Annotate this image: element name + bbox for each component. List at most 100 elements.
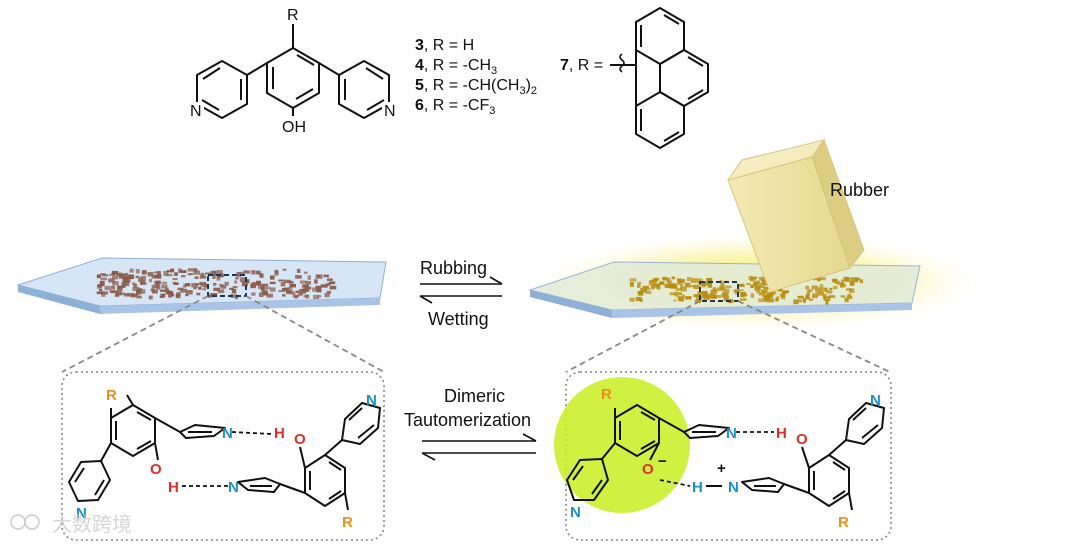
crystal-particle (110, 291, 117, 294)
crystal-particle (733, 289, 740, 293)
crystal-particle (758, 283, 765, 288)
crystal-particle (654, 283, 660, 286)
crystal-particle (231, 289, 237, 294)
crystal-particle (721, 292, 729, 298)
crystal-particle (767, 298, 775, 303)
crystal-particle (177, 287, 184, 291)
crystal-particle (303, 288, 310, 292)
crystal-particle (329, 281, 336, 285)
crystal-particle (314, 279, 318, 284)
crystal-particle (175, 294, 181, 299)
crystal-particle (135, 275, 140, 279)
crystal-particle (305, 294, 310, 299)
crystal-particle (148, 295, 153, 300)
crystal-particle (213, 282, 217, 286)
crystal-particle (147, 272, 154, 277)
crystal-particle (99, 280, 105, 286)
crystal-particle (678, 292, 682, 295)
tautomer-label-1: Dimeric (444, 386, 505, 406)
crystal-particle (141, 270, 147, 275)
crystal-particle (635, 296, 643, 302)
parent-oh-label: OH (282, 119, 306, 136)
crystal-particle (673, 299, 677, 302)
dimer-left-o2: O (294, 431, 306, 448)
crystal-particle (677, 296, 685, 299)
compound-7-label: 7, R = (560, 57, 603, 74)
crystal-particle (280, 282, 286, 287)
crystal-particle (753, 276, 758, 279)
crystal-particle (846, 288, 853, 291)
crystal-particle (194, 276, 199, 279)
crystal-particle (818, 277, 826, 281)
crystal-particle (750, 293, 755, 298)
crystal-particle (823, 296, 831, 301)
crystal-particle (307, 275, 311, 280)
crystal-particle (262, 291, 268, 296)
crystal-particle (100, 273, 106, 276)
crystal-particle (165, 290, 172, 295)
crystal-particle (761, 289, 768, 292)
crystal-particle (259, 273, 264, 278)
crystal-particle (183, 284, 187, 288)
crystal-particle (193, 268, 198, 272)
crystal-particle (739, 298, 747, 301)
compound-5: 5, R = -CH(CH3)2 (415, 77, 537, 97)
crystal-particle (303, 295, 307, 298)
crystal-particle (671, 276, 676, 280)
crystal-particle (849, 281, 855, 286)
crystal-particle (629, 278, 637, 282)
crystal-particle (681, 294, 685, 298)
crystal-particle (296, 268, 301, 273)
crystal-particle (739, 283, 744, 287)
crystal-particle (806, 291, 811, 296)
crystal-particle (196, 292, 201, 296)
crystal-particle (163, 271, 169, 276)
crystal-particle (841, 283, 847, 288)
crystal-particle (286, 290, 292, 294)
crystal-particle (224, 281, 229, 286)
crystal-particle (104, 285, 111, 291)
crystal-particle (659, 281, 665, 285)
dimer-left-h2: H (168, 479, 179, 496)
crystal-particle (709, 293, 716, 298)
crystal-particle (230, 293, 237, 298)
watermark-text: 大数跨境 (52, 513, 132, 536)
crystal-particle (723, 288, 730, 294)
dimer-right-n2: N (728, 479, 739, 496)
crystal-particle (710, 289, 718, 294)
crystal-particle (723, 296, 730, 301)
crystal-particle (133, 293, 138, 297)
crystal-particle (255, 270, 261, 275)
rubber-label: Rubber (830, 180, 889, 200)
crystal-particle (203, 283, 207, 288)
dimer-left-n2: N (228, 479, 239, 496)
parent-r-label: R (287, 7, 299, 24)
crystal-particle (725, 285, 732, 288)
crystal-particle (278, 289, 285, 293)
dimer-left-n1: N (222, 425, 233, 442)
crystal-particle (216, 277, 221, 281)
crystal-particle (650, 284, 655, 290)
crystal-particle (811, 285, 818, 290)
crystal-particle (101, 274, 109, 277)
crystal-particle (288, 286, 293, 290)
phenolate-highlight (554, 377, 690, 513)
dimer-left (68, 394, 381, 511)
crystal-particle (119, 292, 125, 296)
crystal-particle (101, 291, 108, 295)
dimer-left-h1: H (274, 425, 285, 442)
crystal-particle (118, 273, 125, 279)
crystal-particle (697, 291, 703, 295)
dimer-right-r1: R (601, 386, 612, 403)
crystal-particle (756, 290, 760, 294)
crystal-particle (266, 293, 273, 298)
crystal-particle (797, 299, 803, 303)
crystal-particle (154, 274, 162, 279)
crystal-particle (140, 279, 146, 285)
crystal-particle (229, 287, 234, 290)
crystal-particle (317, 274, 321, 277)
crystal-particle (645, 290, 652, 294)
crystal-particle (793, 299, 799, 305)
crystal-particle (123, 281, 130, 287)
